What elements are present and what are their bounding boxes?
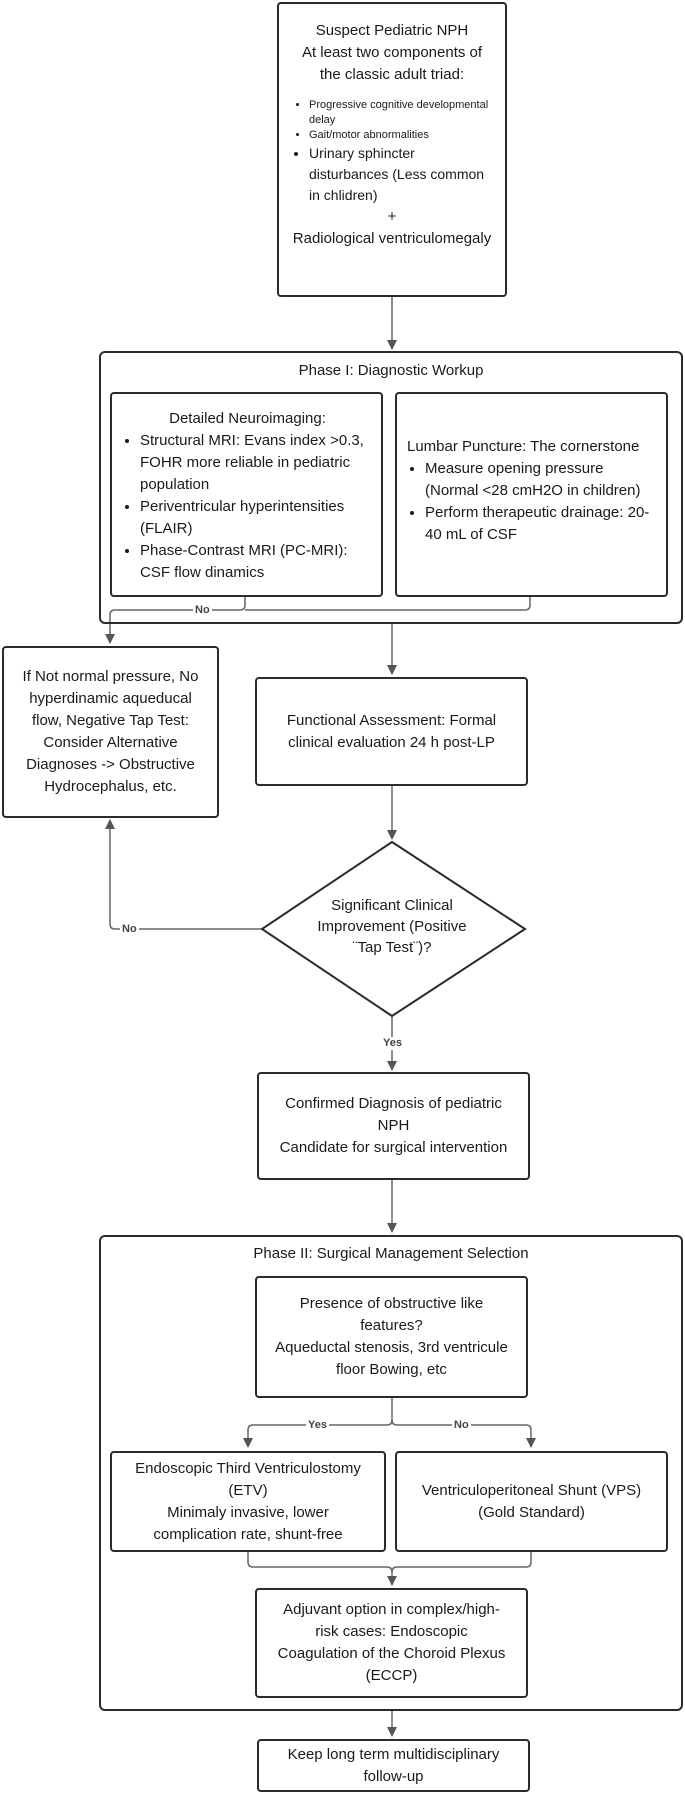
lumbar-item-pressure: Measure opening pressure (Normal <28 cmH… xyxy=(425,458,658,502)
phase1-container: Phase I: Diagnostic Workup xyxy=(99,351,683,624)
etv-line2: Minimaly invasive, lower complication ra… xyxy=(153,1503,343,1543)
confirmed-line1: Confirmed Diagnosis of pediatric NPH xyxy=(285,1095,502,1134)
label-yes-decision: Yes xyxy=(381,1037,404,1050)
confirmed-diagnosis-box: Confirmed Diagnosis of pediatric NPH Can… xyxy=(257,1072,530,1180)
neuro-item-mri: Structural MRI: Evans index >0.3, FOHR m… xyxy=(140,430,373,496)
arrow-phase1-no-to-alt xyxy=(105,597,246,644)
phase2-title: Phase II: Surgical Management Selection xyxy=(253,1245,529,1262)
functional-assessment-box: Functional Assessment: Formal clinical e… xyxy=(255,677,528,786)
follow-up-text: Keep long term multidisciplinary follow-… xyxy=(287,1745,500,1785)
obstructive-features-box: Presence of obstructive like features? A… xyxy=(255,1276,528,1398)
symptom-urinary: Urinary sphincter disturbances (Less com… xyxy=(309,143,493,206)
label-no-vps: No xyxy=(452,1419,471,1432)
lumbar-puncture-box: Lumbar Puncture: The cornerstone Measure… xyxy=(395,392,668,597)
adjuvant-option-box: Adjuvant option in complex/high-risk cas… xyxy=(255,1588,528,1698)
start-radiological: Radiological ventriculomegaly xyxy=(292,230,492,247)
label-no-phase1: No xyxy=(193,604,212,617)
arrow-decision-no-to-alt xyxy=(105,819,262,930)
decision-text: Significant Clinical Improvement (Positi… xyxy=(317,897,467,956)
start-title: Suspect Pediatric NPH xyxy=(315,22,469,39)
lumbar-item-drainage: Perform therapeutic drainage: 20-40 mL o… xyxy=(425,502,658,546)
vps-line2: (Gold Standard) xyxy=(478,1503,585,1521)
adjuvant-text: Adjuvant option in complex/high-risk cas… xyxy=(277,1601,506,1684)
neuroimaging-title: Detailed Neuroimaging: xyxy=(169,410,326,427)
neuroimaging-list: Structural MRI: Evans index >0.3, FOHR m… xyxy=(122,430,373,584)
connector-lumbar-merge xyxy=(245,597,531,611)
phase1-title: Phase I: Diagnostic Workup xyxy=(298,362,484,379)
neuro-item-pcmri: Phase-Contrast MRI (PC-MRI): CSF flow di… xyxy=(140,540,373,584)
start-box: Suspect Pediatric NPH At least two compo… xyxy=(277,2,507,297)
lumbar-list: Measure opening pressure (Normal <28 cmH… xyxy=(407,458,658,546)
etv-box: Endoscopic Third Ventriculostomy (ETV) M… xyxy=(110,1451,386,1552)
neuroimaging-box: Detailed Neuroimaging: Structural MRI: E… xyxy=(110,392,383,597)
obstructive-line2: Aqueductal stenosis, 3rd ventricule floo… xyxy=(275,1339,508,1378)
start-criteria: At least two components of the classic a… xyxy=(301,44,483,83)
alternative-diagnoses-text: If Not normal pressure, No hyperdinamic … xyxy=(22,668,199,795)
symptom-gait: Gait/motor abnormalities xyxy=(309,128,493,143)
confirmed-line2: Candidate for surgical intervention xyxy=(279,1139,508,1156)
symptom-cognitive: Progressive cognitive developmental dela… xyxy=(309,98,493,128)
vps-line1: Ventriculoperitoneal Shunt (VPS) xyxy=(421,1481,642,1499)
phase2-container: Phase II: Surgical Management Selection xyxy=(99,1235,683,1711)
neuro-item-flair: Periventricular hyperintensities (FLAIR) xyxy=(140,496,373,540)
vps-box: Ventriculoperitoneal Shunt (VPS) (Gold S… xyxy=(395,1451,668,1552)
follow-up-box: Keep long term multidisciplinary follow-… xyxy=(257,1739,530,1792)
connector-vps-merge xyxy=(391,1552,532,1573)
obstructive-line1: Presence of obstructive like features? xyxy=(299,1295,484,1334)
functional-assessment-text: Functional Assessment: Formal clinical e… xyxy=(286,711,497,751)
alternative-diagnoses-box: If Not normal pressure, No hyperdinamic … xyxy=(2,646,219,818)
label-no-decision: No xyxy=(120,923,139,936)
start-plus: + xyxy=(387,208,397,225)
start-urinary-list: Urinary sphincter disturbances (Less com… xyxy=(291,143,493,206)
arrow-obstructive-no-to-vps xyxy=(391,1419,536,1448)
label-yes-etv: Yes xyxy=(306,1419,329,1432)
decision-diamond xyxy=(260,840,527,1018)
start-symptom-list: Progressive cognitive developmental dela… xyxy=(291,98,493,143)
lumbar-title: Lumbar Puncture: The cornerstone xyxy=(407,437,640,455)
etv-line1: Endoscopic Third Ventriculostomy (ETV) xyxy=(135,1459,361,1499)
